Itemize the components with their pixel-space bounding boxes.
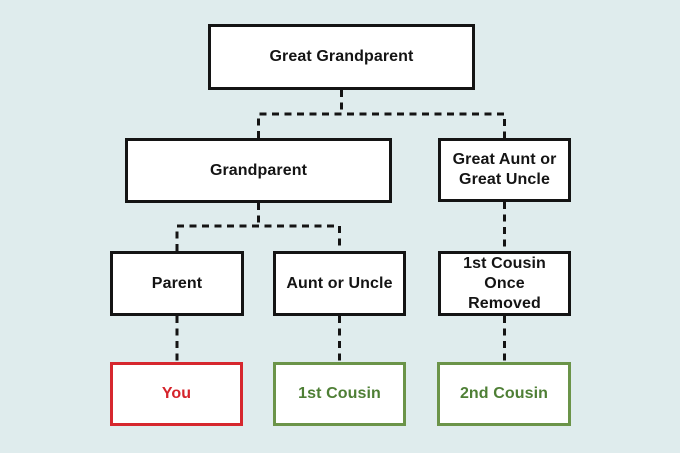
node-grandparent: Grandparent — [125, 138, 392, 203]
node-you: You — [110, 362, 243, 426]
node-label: Aunt or Uncle — [286, 274, 393, 292]
node-aunt-or-uncle: Aunt or Uncle — [273, 251, 406, 316]
connector-great-grandparent-branch — [257, 112, 506, 138]
node-label: Great Aunt or Great Uncle — [452, 151, 557, 188]
node-2nd-cousin: 2nd Cousin — [437, 362, 571, 426]
node-1st-cousin-once-removed: 1st Cousin Once Removed — [438, 251, 571, 316]
node-label: 1st Cousin Once Removed — [463, 254, 546, 312]
node-parent: Parent — [110, 251, 244, 316]
node-great-aunt-or-great-uncle: Great Aunt or Great Uncle — [438, 138, 571, 202]
connector-grandparent-branch — [175, 224, 341, 251]
node-label: You — [161, 385, 192, 402]
node-label: 1st Cousin — [298, 385, 381, 402]
node-1st-cousin: 1st Cousin — [273, 362, 406, 426]
node-label: Great Grandparent — [269, 48, 414, 65]
node-label: 2nd Cousin — [459, 385, 549, 402]
node-great-grandparent: Great Grandparent — [208, 24, 475, 90]
node-label: Grandparent — [209, 161, 308, 179]
node-label: Parent — [151, 274, 203, 292]
